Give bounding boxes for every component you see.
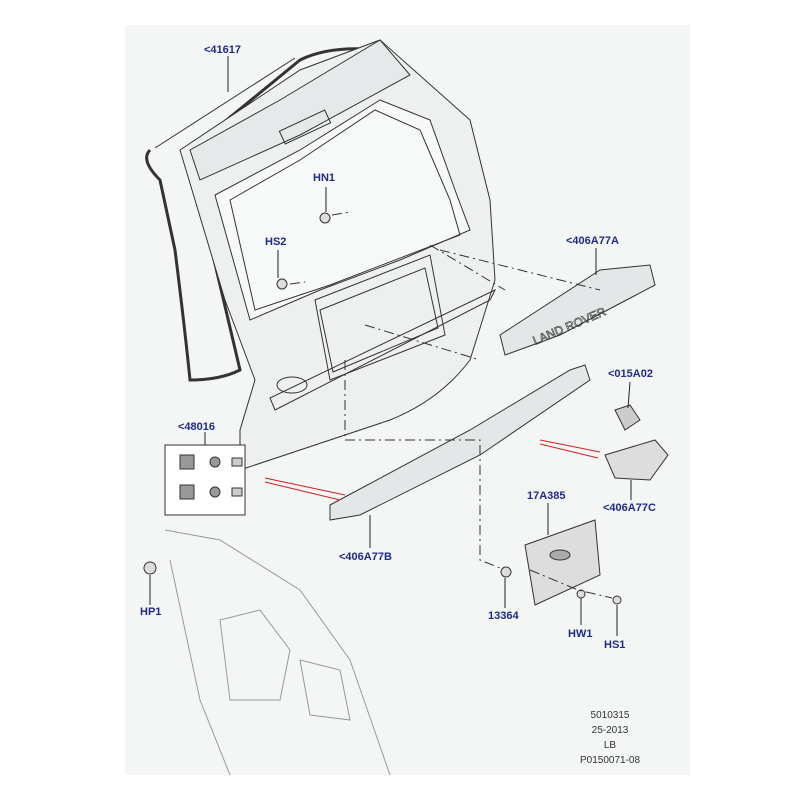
clip-015a02 — [614, 404, 641, 431]
market-code: LB — [603, 740, 617, 751]
leader-lines — [149, 56, 632, 636]
red-leader-lines — [264, 439, 601, 501]
dash-dot-lines — [289, 211, 613, 599]
callout-hw1[interactable]: HW1 — [568, 628, 593, 640]
tailgate-seal — [145, 47, 381, 382]
tailgate-finisher-trim — [329, 364, 591, 521]
callout-48016[interactable]: <48016 — [178, 421, 216, 433]
land-rover-badge-strip — [499, 264, 656, 356]
callout-17a385[interactable]: 17A385 — [527, 490, 566, 502]
callout-hs2[interactable]: HS2 — [265, 236, 287, 248]
callout-406a77a[interactable]: <406A77A — [566, 235, 619, 247]
callout-406a77b[interactable]: <406A77B — [339, 551, 392, 563]
nut-13364 — [500, 566, 512, 578]
illustration-ref: P0150071-08 — [579, 755, 641, 766]
callout-13364[interactable]: 13364 — [488, 610, 519, 622]
callout-hs1[interactable]: HS1 — [604, 639, 626, 651]
callout-015a02[interactable]: <015A02 — [608, 368, 653, 380]
callout-hn1[interactable]: HN1 — [313, 172, 336, 184]
screw-hs1 — [612, 595, 622, 605]
screw-hs2 — [276, 278, 288, 290]
rear-camera — [604, 439, 669, 481]
tailgate-inner-panel — [164, 529, 391, 776]
plate-recess — [314, 254, 446, 381]
callout-hp1[interactable]: HP1 — [140, 606, 162, 618]
fastener-kit — [164, 444, 246, 516]
callout-41617[interactable]: <41617 — [204, 44, 242, 56]
illustration-code: 5010315 — [590, 710, 630, 721]
license-plate-bracket — [524, 519, 601, 606]
illustration-date: 25-2013 — [591, 725, 629, 736]
plug-hp1 — [143, 561, 157, 575]
callout-406a77c[interactable]: <406A77C — [603, 502, 656, 514]
tailgate-window — [214, 99, 471, 321]
nut-hn1 — [319, 212, 331, 224]
badge-oval — [276, 376, 308, 394]
